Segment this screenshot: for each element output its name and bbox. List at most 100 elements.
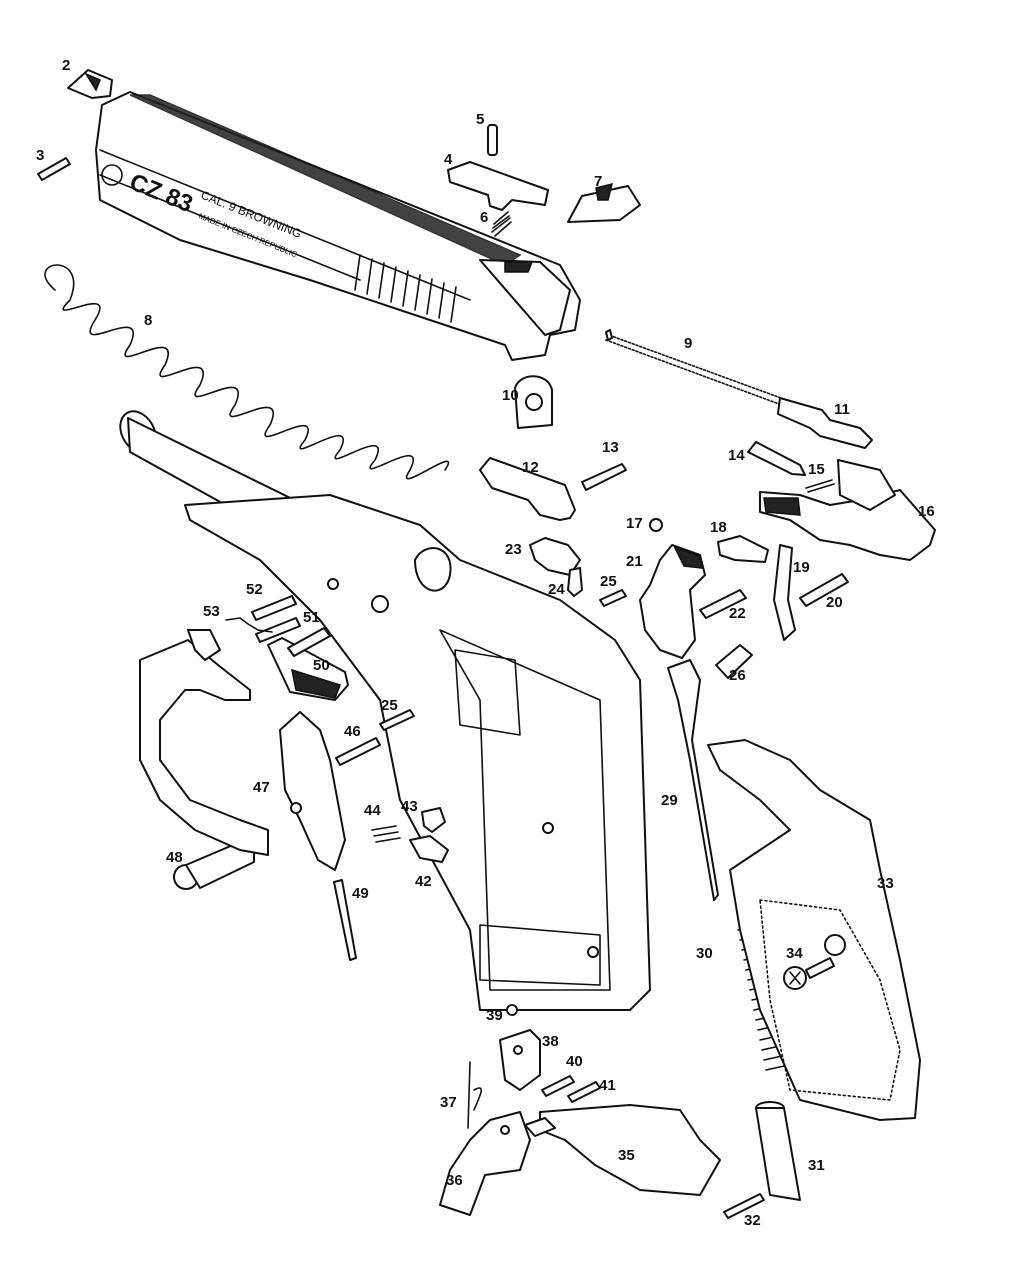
part-hammer-assembly [759, 459, 936, 561]
part-label-18: 18 [710, 519, 727, 536]
part-label-46: 46 [344, 723, 361, 740]
part-lever-24 [567, 567, 583, 597]
part-safety-lever [639, 544, 706, 659]
part-label-52: 52 [246, 581, 263, 598]
part-label-16: 16 [918, 503, 935, 520]
part-label-5: 5 [476, 111, 484, 128]
part-frame [184, 494, 651, 1011]
part-firing-pin-spring [605, 329, 801, 412]
part-pin-25-upper [599, 589, 627, 607]
part-spring-15 [805, 479, 835, 493]
part-label-11: 11 [834, 401, 850, 418]
part-pin-5 [487, 124, 498, 156]
part-spring-6 [491, 211, 512, 237]
part-label-13: 13 [602, 439, 619, 456]
part-label-20: 20 [826, 594, 843, 611]
part-label-19: 19 [793, 559, 810, 576]
part-pin-13 [581, 463, 627, 491]
part-plunger-42 [409, 835, 449, 863]
part-label-35: 35 [618, 1147, 635, 1164]
part-label-40: 40 [566, 1053, 583, 1070]
part-pin-52 [251, 595, 301, 643]
part-firing-pin [777, 397, 873, 449]
part-label-26: 26 [729, 667, 746, 684]
part-label-29: 29 [661, 792, 678, 809]
part-label-25: 25 [600, 573, 617, 590]
part-label-23: 23 [505, 541, 522, 558]
part-label-42: 42 [415, 873, 432, 890]
part-bushing [514, 375, 553, 429]
part-label-36: 36 [446, 1172, 463, 1189]
part-pin-40 [541, 1075, 575, 1097]
part-pin-49 [333, 879, 357, 961]
part-pin-51 [287, 627, 331, 657]
part-label-31: 31 [808, 1157, 825, 1174]
part-ball-17 [649, 518, 663, 532]
part-grip-screw [783, 957, 835, 990]
part-label-15: 15 [808, 461, 825, 478]
part-label-17: 17 [626, 515, 643, 532]
part-front-sight [67, 69, 113, 99]
part-pin-20 [799, 573, 849, 607]
part-pin-41 [567, 1081, 601, 1103]
slide-logo-icon [101, 164, 123, 186]
part-label-14: 14 [728, 447, 745, 464]
part-extractor [447, 161, 549, 211]
part-label-50: 50 [313, 657, 330, 674]
part-pin-22 [699, 589, 747, 619]
part-hammer-23 [529, 537, 581, 576]
part-label-33: 33 [877, 875, 894, 892]
part-trigger-guard [139, 629, 269, 856]
part-sear-housing [279, 711, 346, 871]
part-slide-stop [267, 637, 349, 701]
part-label-24: 24 [548, 581, 565, 598]
part-pin-46 [335, 737, 381, 766]
part-label-10: 10 [502, 387, 519, 404]
part-label-22: 22 [729, 605, 746, 622]
part-trigger [439, 1111, 531, 1216]
part-label-39: 39 [486, 1007, 503, 1024]
part-spring-37 [467, 1061, 482, 1129]
part-pin-25-lower [379, 709, 415, 731]
part-spring-guide [755, 1101, 801, 1201]
part-label-9: 9 [684, 335, 692, 352]
part-label-12: 12 [522, 459, 539, 476]
part-label-32: 32 [744, 1212, 761, 1229]
part-label-7: 7 [594, 173, 602, 190]
slide-serrations [354, 254, 457, 323]
part-rear-sight [567, 182, 641, 223]
part-label-47: 47 [253, 779, 270, 796]
part-spring-44 [371, 825, 401, 843]
part-label-21: 21 [626, 553, 643, 570]
part-label-38: 38 [542, 1033, 559, 1050]
part-label-34: 34 [786, 945, 803, 962]
part-locking-block [479, 457, 576, 521]
part-ball-39 [506, 1004, 518, 1016]
part-trigger-bar [667, 659, 719, 901]
part-label-44: 44 [364, 802, 381, 819]
part-label-41: 41 [599, 1077, 616, 1094]
part-sear-38 [499, 1029, 541, 1091]
part-label-30: 30 [696, 945, 713, 962]
part-slide: CZ 83 CAL. 9 BROWNING MADE IN CZECH REPU… [95, 91, 581, 361]
part-label-6: 6 [480, 209, 488, 226]
part-label-25: 25 [381, 697, 398, 714]
part-label-48: 48 [166, 849, 183, 866]
part-plunger-26 [715, 644, 753, 679]
part-label-53: 53 [203, 603, 220, 620]
part-magazine-catch [524, 1104, 721, 1196]
part-label-4: 4 [444, 151, 453, 168]
part-lever-19 [773, 544, 796, 641]
part-grip-panel [707, 739, 921, 1121]
part-pin-32 [723, 1193, 765, 1219]
part-pin-3 [37, 157, 71, 181]
part-label-8: 8 [144, 312, 152, 329]
part-spring-53 [225, 617, 273, 633]
part-label-37: 37 [440, 1094, 457, 1111]
part-label-49: 49 [352, 885, 369, 902]
part-label-2: 2 [62, 57, 70, 74]
part-lever-43 [421, 807, 446, 833]
part-recoil-spring [44, 264, 449, 480]
